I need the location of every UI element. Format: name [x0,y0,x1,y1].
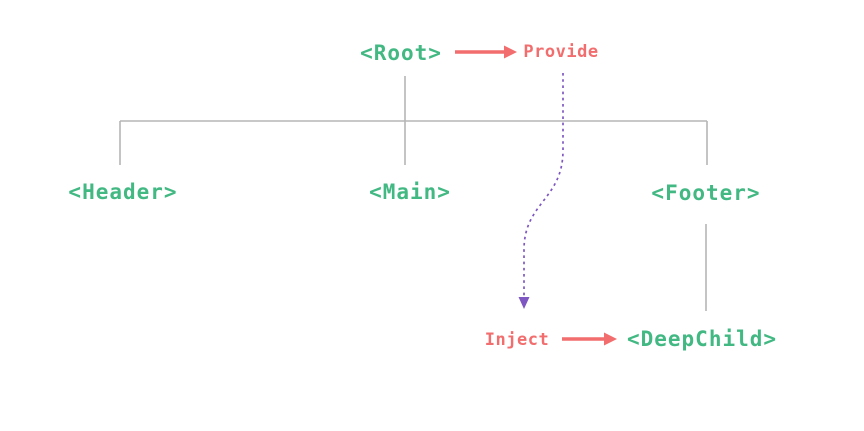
provide-flow-arrow-head [518,297,530,309]
inject-arrow-head [604,332,617,346]
inject-annotation-label: Inject [484,330,550,350]
tree-connector-lines [119,76,708,311]
provide-arrow-head [504,45,517,59]
provide-annotation-label: Provide [523,42,599,62]
node-header-label: <Header> [68,180,178,204]
node-main-label: <Main> [369,180,451,204]
node-deepchild-label: <DeepChild> [626,327,778,351]
inject-to-deepchild-arrow-icon [562,332,617,346]
node-root-label: <Root> [360,41,442,65]
node-footer-label: <Footer> [651,181,761,205]
provide-flow-dashed-arrow-icon [518,73,564,309]
root-to-provide-arrow-icon [455,45,517,59]
provide-flow-path [523,73,564,297]
